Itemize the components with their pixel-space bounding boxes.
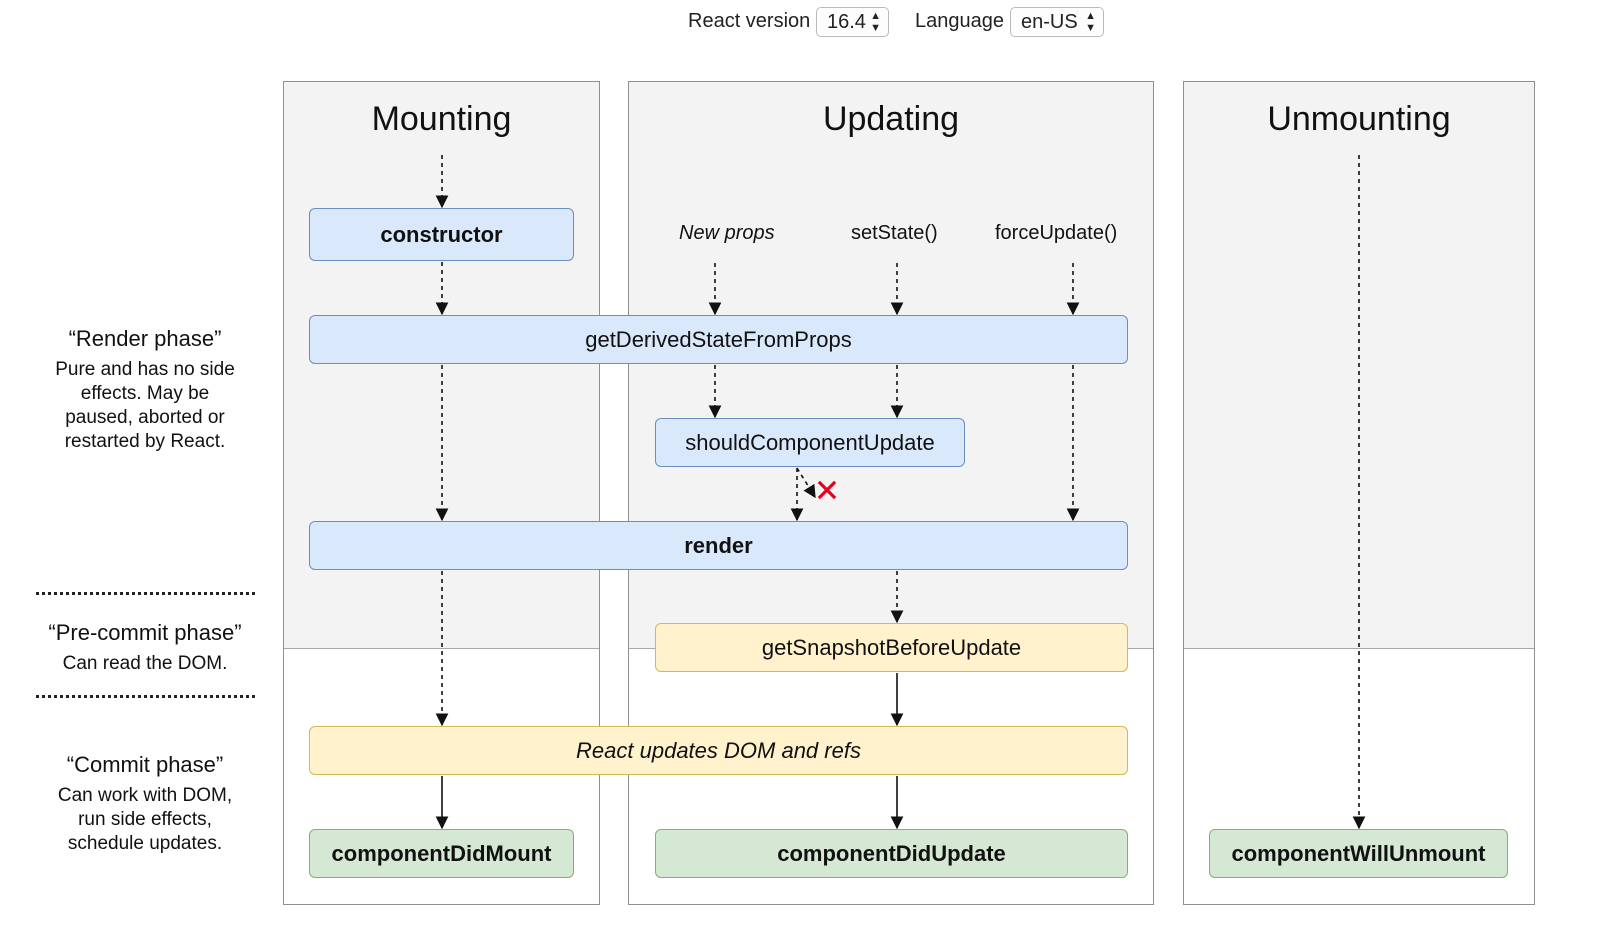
get-derived-state-from-props-box: getDerivedStateFromProps [309,315,1128,364]
phase-separator [36,695,255,698]
unmounting-title: Unmounting [1267,100,1451,138]
language-value: en-US [1021,11,1078,33]
render-box: render [309,521,1128,570]
up-down-arrows-icon: ▲▼ [870,10,881,34]
constructor-box: constructor [309,208,574,261]
language-label: Language [915,10,1004,32]
should-component-update-box: shouldComponentUpdate [655,418,965,467]
updating-title: Updating [822,100,960,138]
cross-mark-icon [817,480,837,500]
arrow-scu-to-cancel [796,467,816,499]
commit-phase-description: Can work with DOM, run side effects, sch… [57,785,233,854]
component-did-mount-box: componentDidMount [309,829,574,878]
render-phase-title: “Render phase” [68,326,222,351]
precommit-phase-title: “Pre-commit phase” [48,620,242,645]
react-version-label: React version [688,10,811,32]
dom-update-box: React updates DOM and refs [309,726,1128,775]
language-select[interactable]: en-US ▲▼ [1010,7,1104,37]
component-did-update-box: componentDidUpdate [655,829,1128,878]
mounting-title: Mounting [371,100,512,138]
up-down-arrows-icon: ▲▼ [1085,10,1096,34]
component-will-unmount-box: componentWillUnmount [1209,829,1508,878]
trigger-set-state: setState() [851,222,938,244]
render-phase-description: Pure and has no side effects. May be pau… [55,359,235,452]
commit-phase-title: “Commit phase” [66,752,224,777]
phase-separator [36,592,255,595]
get-snapshot-before-update-box: getSnapshotBeforeUpdate [655,623,1128,672]
react-version-value: 16.4 [827,11,866,33]
trigger-force-update: forceUpdate() [995,222,1118,244]
trigger-new-props: New props [679,222,775,244]
precommit-phase-description: Can read the DOM. [62,653,228,674]
react-version-select[interactable]: 16.4 ▲▼ [816,7,889,37]
